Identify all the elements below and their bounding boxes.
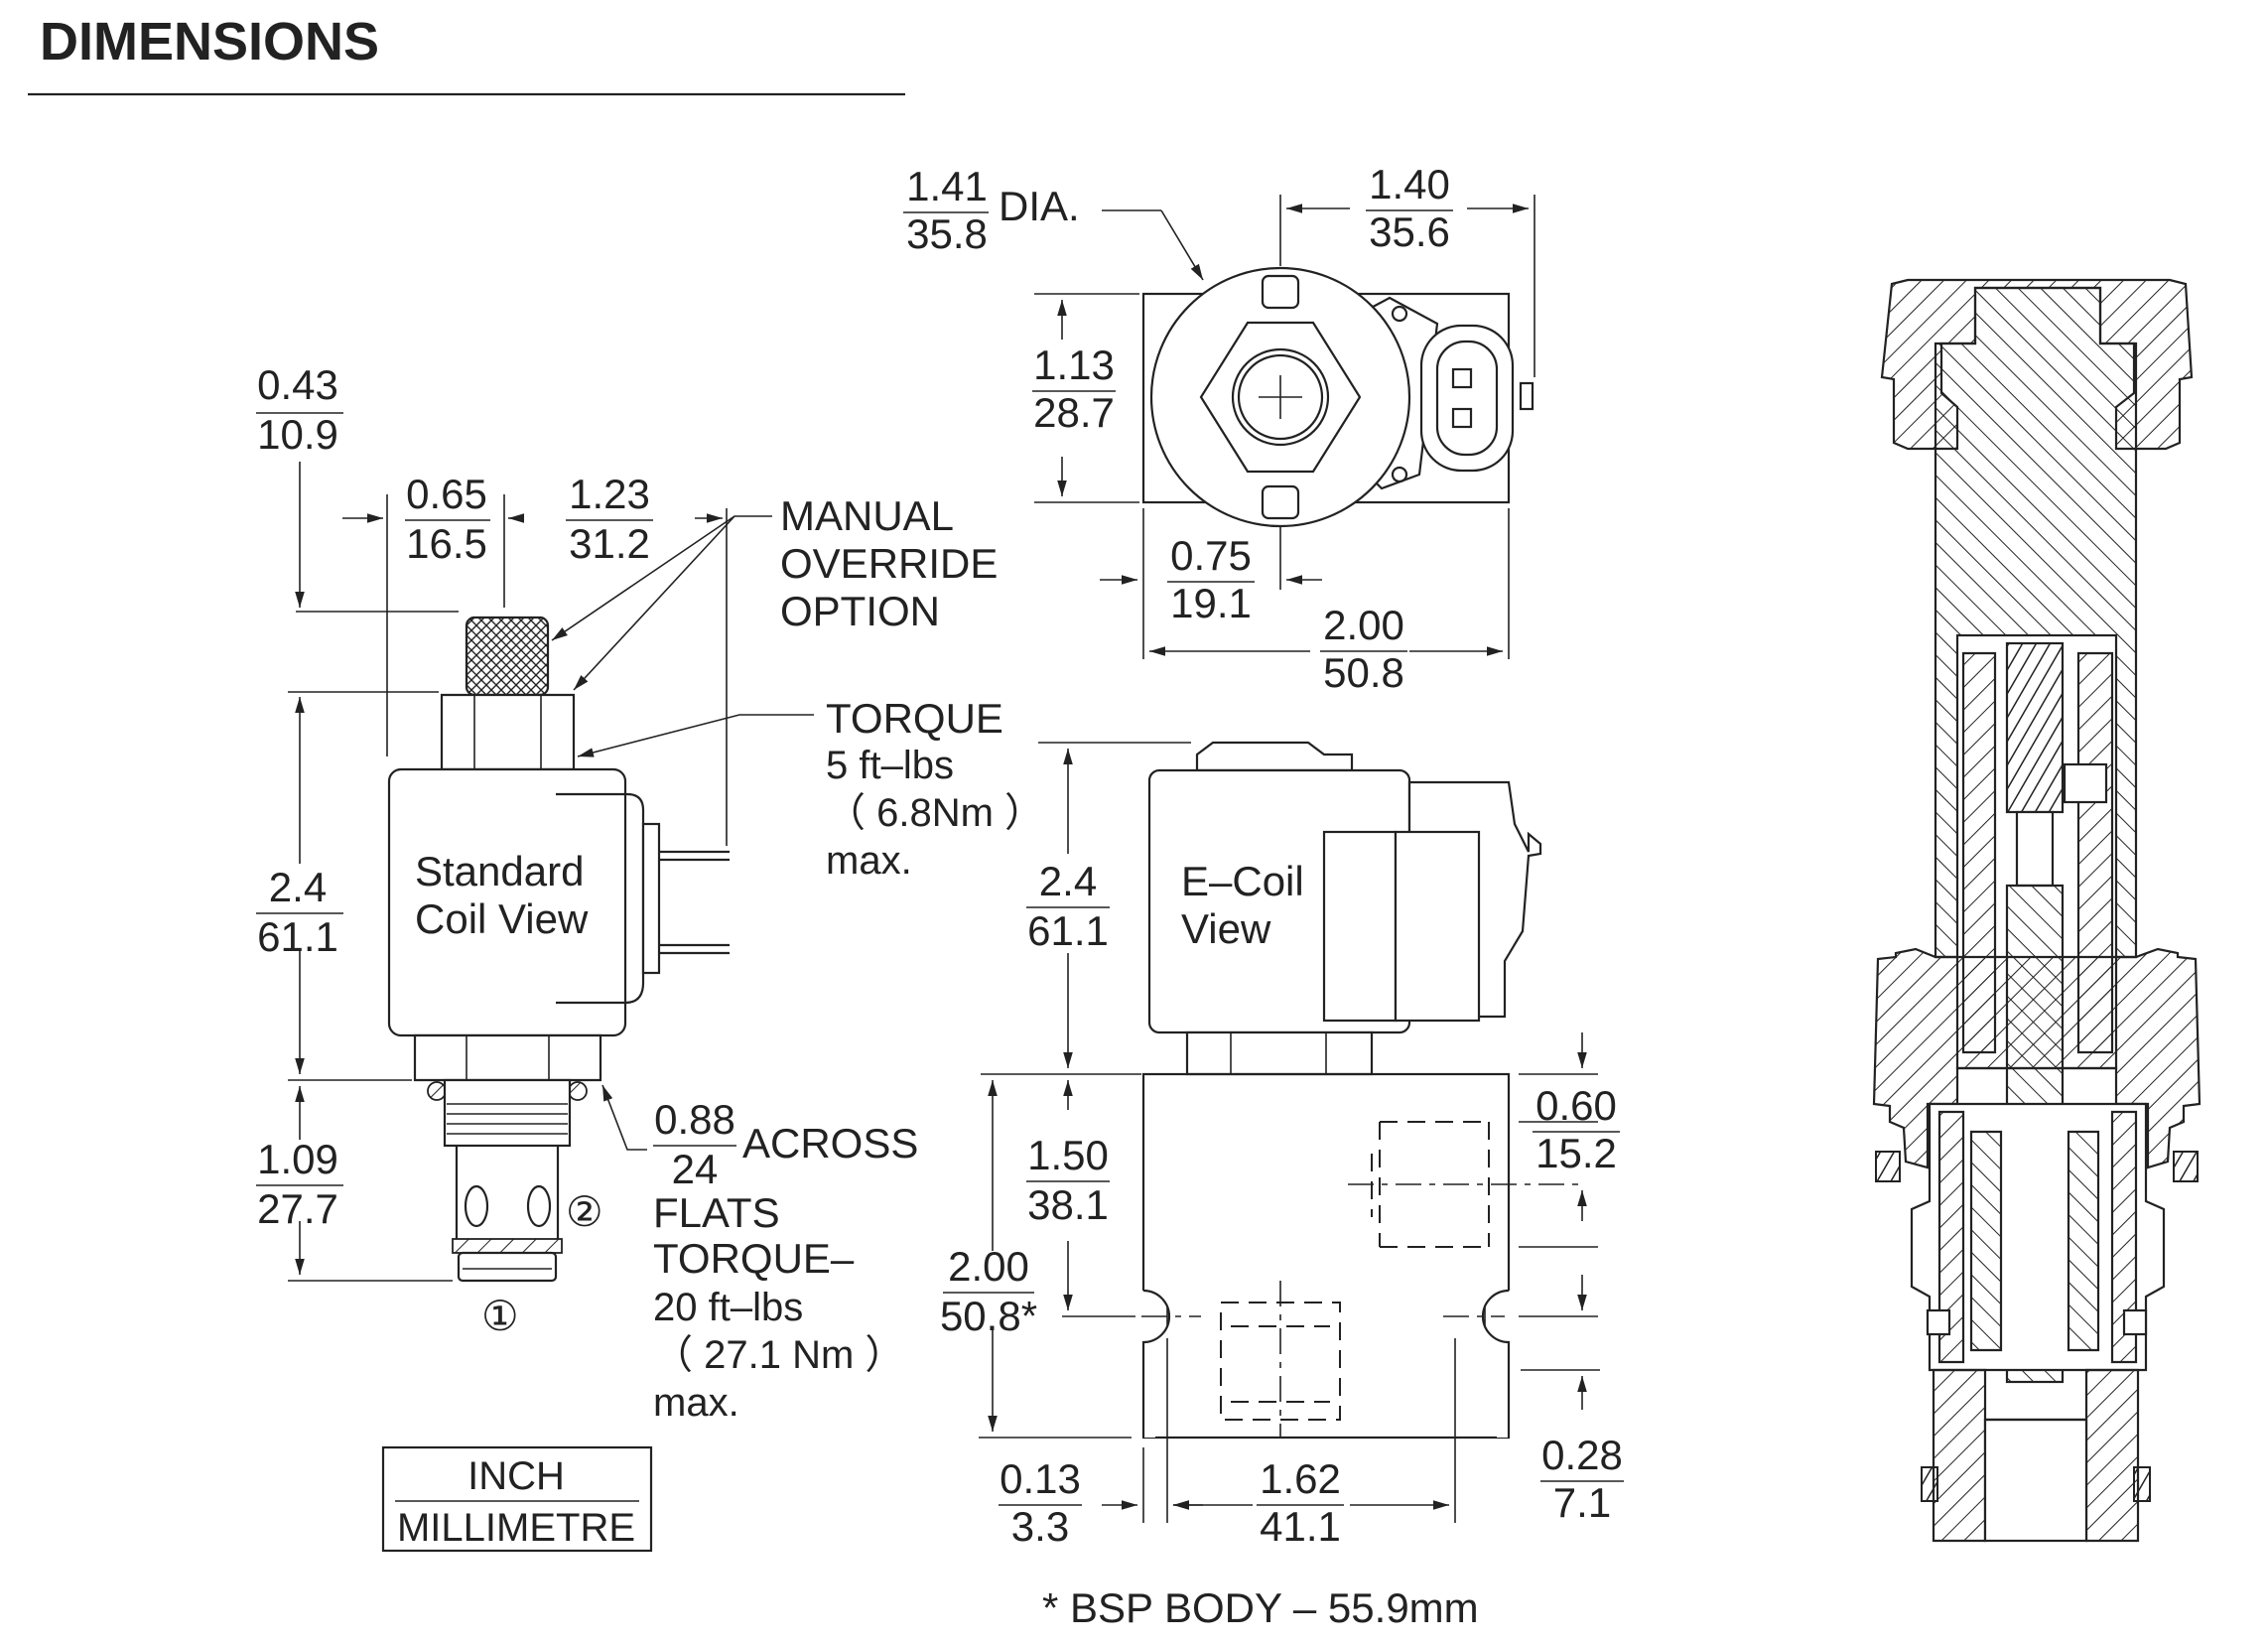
svg-text:1.40: 1.40 [1369,161,1450,207]
svg-text:1.41: 1.41 [906,163,988,209]
dim-1.09: 1.09 27.7 [256,1136,343,1232]
manual-override-label: MANUAL OVERRIDE OPTION [780,492,998,634]
svg-text:5 ft–lbs: 5 ft–lbs [826,744,954,787]
svg-text:41.1: 41.1 [1260,1503,1341,1550]
standard-coil-label: Standard Coil View [415,848,589,942]
svg-text:16.5: 16.5 [406,520,487,567]
dim-0.65: 0.65 16.5 [405,471,490,567]
svg-text:0.88: 0.88 [654,1096,735,1143]
cross-section [1872,278,2201,1543]
torque-label: TORQUE 5 ft–lbs （ 6.8Nm ） max. [826,695,1044,883]
svg-text:FLATS: FLATS [653,1189,780,1236]
svg-text:61.1: 61.1 [1027,907,1109,954]
svg-text:1.13: 1.13 [1033,342,1115,388]
top-view [1141,266,1534,528]
standard-dimension-lines [288,462,814,1282]
ecoil-view [1132,741,1584,1440]
port-2-marker: ② [566,1188,603,1235]
svg-text:OPTION: OPTION [780,588,940,634]
svg-text:E–Coil: E–Coil [1181,858,1304,904]
dim-0.28: 0.28 7.1 [1540,1432,1624,1526]
svg-text:OVERRIDE: OVERRIDE [780,540,998,587]
svg-text:MANUAL: MANUAL [780,492,954,539]
svg-text:38.1: 38.1 [1027,1181,1109,1228]
svg-text:3.3: 3.3 [1011,1503,1069,1550]
ecoil-label: E–Coil View [1181,858,1304,952]
svg-text:TORQUE–: TORQUE– [653,1235,855,1282]
svg-text:2.00: 2.00 [1323,602,1404,648]
svg-text:50.8*: 50.8* [940,1293,1037,1339]
top-view-dimension-lines [1034,195,1535,659]
dim-1.23: 1.23 31.2 [566,471,653,567]
svg-text:50.8: 50.8 [1323,649,1404,696]
svg-text:61.1: 61.1 [257,913,338,960]
svg-text:0.13: 0.13 [1000,1455,1081,1502]
svg-text:0.28: 0.28 [1541,1432,1623,1478]
svg-text:ACROSS: ACROSS [742,1120,918,1166]
svg-text:0.75: 0.75 [1170,532,1252,579]
svg-text:24: 24 [672,1146,719,1192]
unit-legend: INCH MILLIMETRE [381,1445,653,1553]
dim-0.13: 0.13 3.3 [999,1455,1082,1550]
svg-text:2.00: 2.00 [948,1243,1029,1290]
svg-text:27.7: 27.7 [257,1185,338,1232]
svg-text:Standard: Standard [415,848,584,894]
dim-0.43: 0.43 10.9 [256,361,343,458]
ecoil-dimension-lines [979,742,1600,1523]
svg-text:0.65: 0.65 [406,471,487,517]
svg-text:max.: max. [653,1381,739,1425]
dim-1.50: 1.50 38.1 [1026,1132,1110,1228]
svg-text:1.09: 1.09 [257,1136,338,1182]
svg-text:20 ft–lbs: 20 ft–lbs [653,1286,803,1329]
svg-text:TORQUE: TORQUE [826,695,1003,742]
svg-text:（ 27.1 Nm ）: （ 27.1 Nm ） [653,1333,904,1377]
svg-text:35.6: 35.6 [1369,208,1450,255]
port-1-marker: ① [481,1293,519,1339]
page-title: DIMENSIONS [40,12,379,71]
dim-1.62: 1.62 41.1 [1257,1455,1344,1550]
svg-text:INCH: INCH [467,1454,565,1498]
svg-text:0.60: 0.60 [1535,1082,1617,1129]
svg-text:7.1: 7.1 [1553,1479,1611,1526]
svg-text:（ 6.8Nm ）: （ 6.8Nm ） [826,791,1044,835]
dim-0.75: 0.75 19.1 [1167,532,1255,626]
dim-2.4-ecoil: 2.4 61.1 [1026,858,1110,954]
dim-2.4-standard: 2.4 61.1 [256,864,343,960]
svg-text:1.50: 1.50 [1027,1132,1109,1178]
svg-text:31.2: 31.2 [569,520,650,567]
dim-0.60: 0.60 15.2 [1533,1082,1620,1176]
standard-coil-view [387,616,730,1283]
svg-text:19.1: 19.1 [1170,580,1252,626]
svg-text:35.8: 35.8 [906,210,988,257]
svg-text:15.2: 15.2 [1535,1130,1617,1176]
svg-text:max.: max. [826,839,912,883]
svg-text:28.7: 28.7 [1033,389,1115,436]
dim-1.40: 1.40 35.6 [1366,161,1453,255]
dim-0.88-flats: 0.88 24 ACROSS FLATS TORQUE– 20 ft–lbs （… [653,1096,918,1425]
svg-text:2.4: 2.4 [1039,858,1097,904]
dim-2.00-top: 2.00 50.8 [1320,602,1407,696]
svg-text:10.9: 10.9 [257,411,338,458]
svg-text:0.43: 0.43 [257,361,338,408]
svg-text:MILLIMETRE: MILLIMETRE [397,1506,635,1550]
svg-text:1.62: 1.62 [1260,1455,1341,1502]
dim-2.00-ecoil: 2.00 50.8* [940,1243,1037,1339]
svg-text:DIA.: DIA. [999,183,1080,229]
dim-1.41-dia: 1.41 35.8 DIA. [903,163,1080,257]
svg-text:View: View [1181,905,1271,952]
svg-text:2.4: 2.4 [269,864,327,910]
svg-text:Coil View: Coil View [415,895,589,942]
bsp-footnote: * BSP BODY – 55.9mm [1042,1584,1479,1631]
svg-text:1.23: 1.23 [569,471,650,517]
dim-1.13: 1.13 28.7 [1032,342,1116,436]
